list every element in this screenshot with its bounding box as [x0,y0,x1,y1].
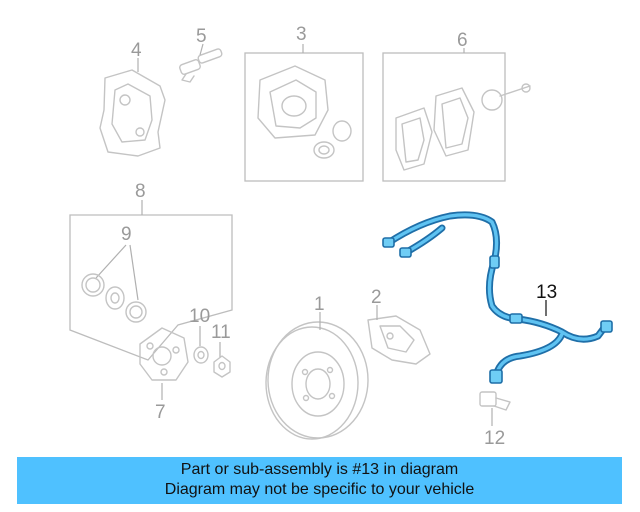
harness-clip-upper [489,255,500,269]
callout-5: 5 [196,26,207,47]
callout-1: 1 [314,294,325,315]
parts-diagram: 4 5 3 6 8 9 [69,24,613,449]
part-3-box [244,52,364,182]
info-banner: Part or sub-assembly is #13 in diagram D… [17,457,622,504]
harness-clip-middle [509,313,523,324]
callout-7: 7 [155,402,166,423]
part-5-guide-pin [179,43,223,83]
callout-12: 12 [484,428,505,449]
callout-8: 8 [135,181,146,202]
callout-3: 3 [296,24,307,45]
harness-connector-sensor [489,369,503,384]
banner-line-2: Diagram may not be specific to your vehi… [164,481,475,498]
part-10-washer [193,346,209,364]
callout-4: 4 [131,40,142,61]
callout-9: 9 [121,224,132,245]
callout-13: 13 [536,282,557,303]
harness-connector-right [600,320,613,333]
banner-line-1: Part or sub-assembly is #13 in diagram [180,461,459,478]
part-7-hub [139,327,189,400]
part-1-rotor [265,312,369,440]
part-6-box [382,52,506,182]
part-4-caliper-bracket [99,58,166,157]
part-2-splash-shield [367,305,431,365]
callout-2: 2 [371,287,382,308]
harness-connector-top-left-2 [399,247,412,258]
part-11-nut [213,355,231,378]
part-9-bearing-rings [81,273,147,323]
part-13-sensor-harness [382,211,613,384]
harness-connector-top-left [382,237,395,248]
part-8-box [69,214,233,361]
harness-wire [384,211,608,380]
callout-10: 10 [189,306,210,327]
part-6-brake-pads [395,83,531,171]
part-3-caliper [257,65,352,159]
callout-6: 6 [457,30,468,51]
part-12-speed-sensor [479,391,511,426]
callout-11: 11 [211,322,231,343]
